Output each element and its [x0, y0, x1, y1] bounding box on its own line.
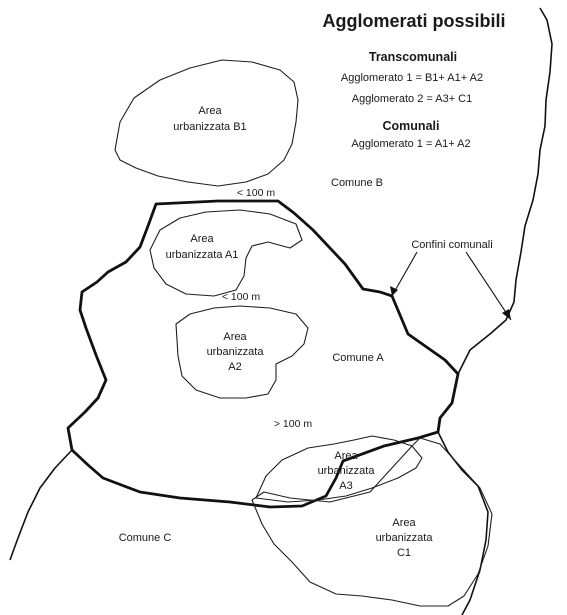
comunali-line-1: Agglomerato 1 = A1+ A2 — [351, 138, 470, 150]
comune-c-boundary-west — [9, 449, 73, 561]
transcomunali-heading: Transcomunali — [369, 50, 457, 64]
comune-b-label: Comune B — [331, 177, 383, 189]
area-b1-label-line-1: Area — [198, 105, 222, 117]
comune-c-label: Comune C — [119, 532, 172, 544]
diagram-title: Agglomerati possibili — [322, 11, 505, 31]
area-a2-label-line-3: A2 — [228, 361, 241, 373]
area-a3-label-line-1: Area — [334, 450, 358, 462]
area-c1-outline — [251, 437, 493, 607]
area-a2-label-line-1: Area — [223, 331, 247, 343]
comunali-heading: Comunali — [383, 119, 440, 133]
confini-comunali-label: Confini comunali — [411, 239, 492, 251]
confini-arrow-2 — [502, 309, 511, 320]
confini-arrow-1 — [390, 286, 398, 296]
confini-leader-1 — [391, 251, 418, 297]
distance-b1-a1: < 100 m — [237, 187, 275, 199]
area-b1-outline — [114, 59, 299, 187]
comune-a-label: Comune A — [332, 352, 384, 364]
distance-a2-a3: > 100 m — [274, 418, 312, 430]
transcomunali-line-2: Agglomerato 2 = A3+ C1 — [352, 93, 472, 105]
comune-b-boundary-east — [457, 7, 553, 375]
area-a1-outline — [149, 209, 303, 297]
area-a1-label-line-1: Area — [190, 233, 214, 245]
comune-a-boundary — [66, 199, 460, 509]
area-c1-label-line-3: C1 — [397, 547, 411, 559]
area-a2-outline — [175, 305, 309, 399]
distance-a1-a2: < 100 m — [222, 291, 260, 303]
area-c1-label-line-2: urbanizzata — [376, 532, 434, 544]
area-c1-label-line-1: Area — [392, 517, 416, 529]
area-a1-label-line-2: urbanizzata A1 — [166, 249, 239, 261]
area-a3-label-line-3: A3 — [339, 480, 352, 492]
area-a3-label-line-2: urbanizzata — [318, 465, 376, 477]
area-b1-label-line-2: urbanizzata B1 — [173, 121, 246, 133]
area-a2-label-line-2: urbanizzata — [207, 346, 265, 358]
transcomunali-line-1: Agglomerato 1 = B1+ A1+ A2 — [341, 72, 483, 84]
comune-c-boundary-east — [437, 431, 489, 615]
confini-leader-2 — [465, 251, 512, 321]
